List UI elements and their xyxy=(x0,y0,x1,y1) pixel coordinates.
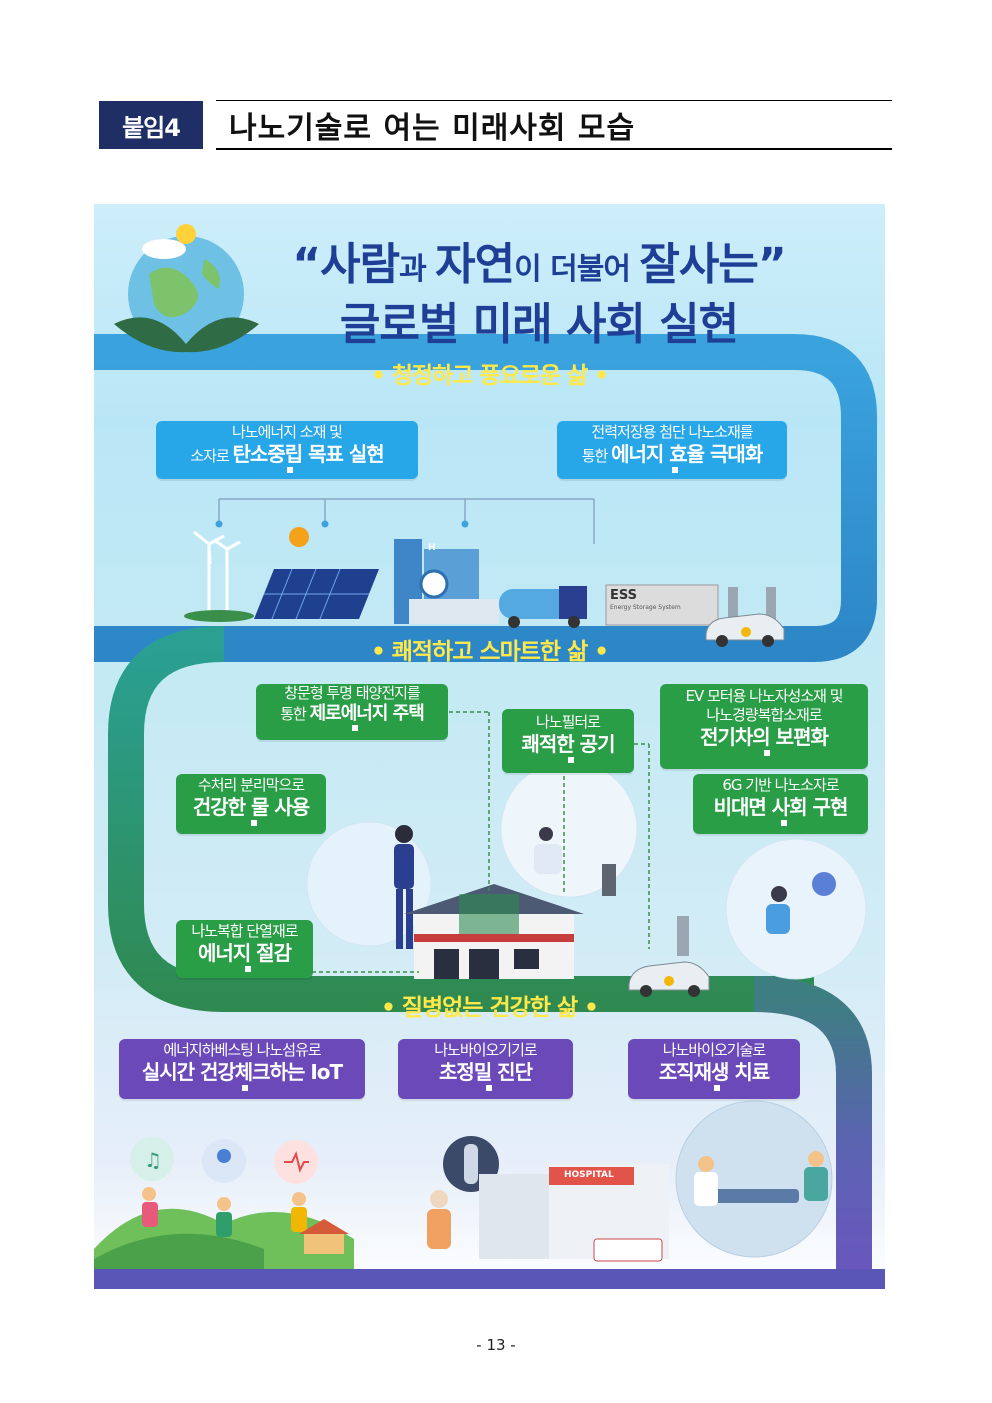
bubble-solar-window: 창문형 투명 태양전지를 통한 제로에너지 주택 xyxy=(256,684,448,740)
ess-sublabel: Energy Storage System xyxy=(610,604,681,611)
bubble-diagnosis: 나노바이오기기로 초정밀 진단 xyxy=(398,1039,573,1099)
tanker-truck-icon xyxy=(499,586,587,628)
header-bottom-rule xyxy=(216,148,892,150)
poster-illustration: ♫ xyxy=(94,224,885,1289)
hydrogen-sign: H xyxy=(428,543,436,553)
bubble-power-storage: 전력저장용 첨단 나노소재를 통한 에너지 효율 극대화 xyxy=(557,421,787,479)
poster-title-line1: “사람과 자연이 더불어 잘사는” xyxy=(292,239,787,290)
road-segment-3 xyxy=(753,976,872,1289)
road-segment-2 xyxy=(108,626,814,1012)
bubble-iot: 에너지하베스팅 나노섬유로 실시간 건강체크하는 IoT xyxy=(119,1039,365,1099)
air-purifier-scene xyxy=(500,760,638,898)
surgery-scene xyxy=(675,1100,833,1258)
hydrogen-plant-icon xyxy=(394,539,499,624)
hills-scene xyxy=(94,1208,354,1269)
svg-text:♫: ♫ xyxy=(144,1148,162,1172)
bubble-ev-motor: EV 모터용 나노자성소재 및 나노경량복합소재로 전기차의 보편화 xyxy=(660,684,868,769)
header-top-rule xyxy=(216,100,892,101)
ess-unit xyxy=(605,584,719,626)
bubble-water: 수처리 분리막으로 건강한 물 사용 xyxy=(176,774,326,834)
heart-rate-icon xyxy=(274,1140,318,1184)
band-label-clean: • 청정하고 풍요로운 삶 • xyxy=(371,363,609,389)
music-note-icon xyxy=(130,1137,174,1181)
bubble-6g: 6G 기반 나노소자로 비대면 사회 구현 xyxy=(693,774,868,834)
hospital-sign: HOSPITAL xyxy=(564,1170,614,1180)
road-segment-1 xyxy=(94,334,877,662)
bubble-tissue: 나노바이오기술로 조직재생 치료 xyxy=(628,1039,800,1099)
page-number: - 13 - xyxy=(476,1336,516,1354)
band-label-healthy: • 질병없는 건강한 삶 • xyxy=(381,995,599,1021)
infographic-poster: ♫ “사람과 자연이 더불어 잘사는” xyxy=(94,204,885,1289)
solar-panel-icon xyxy=(254,568,379,620)
hospital-building xyxy=(479,1164,669,1262)
ess-label: ESS xyxy=(610,588,638,603)
band-label-smart: • 쾌적하고 스마트한 삶 • xyxy=(371,639,609,665)
wind-turbine-icon xyxy=(193,530,241,614)
poster-title-line2: 글로벌 미래 사회 실현 xyxy=(339,299,739,350)
bubble-insulation: 나노복합 단열재로 에너지 절감 xyxy=(176,920,313,978)
bubble-nano-energy: 나노에너지 소재 및 소자로 탄소중립 목표 실현 xyxy=(156,421,418,479)
electric-car-icon xyxy=(705,613,785,647)
remote-work-scene xyxy=(725,838,867,980)
house-icon xyxy=(404,884,584,979)
bubble-nano-filter: 나노필터로 쾌적한 공기 xyxy=(502,709,634,773)
appendix-badge: 붙임4 xyxy=(99,101,203,149)
page-title: 나노기술로 여는 미래사회 모습 xyxy=(229,111,636,146)
earth-globe-icon xyxy=(114,224,259,353)
